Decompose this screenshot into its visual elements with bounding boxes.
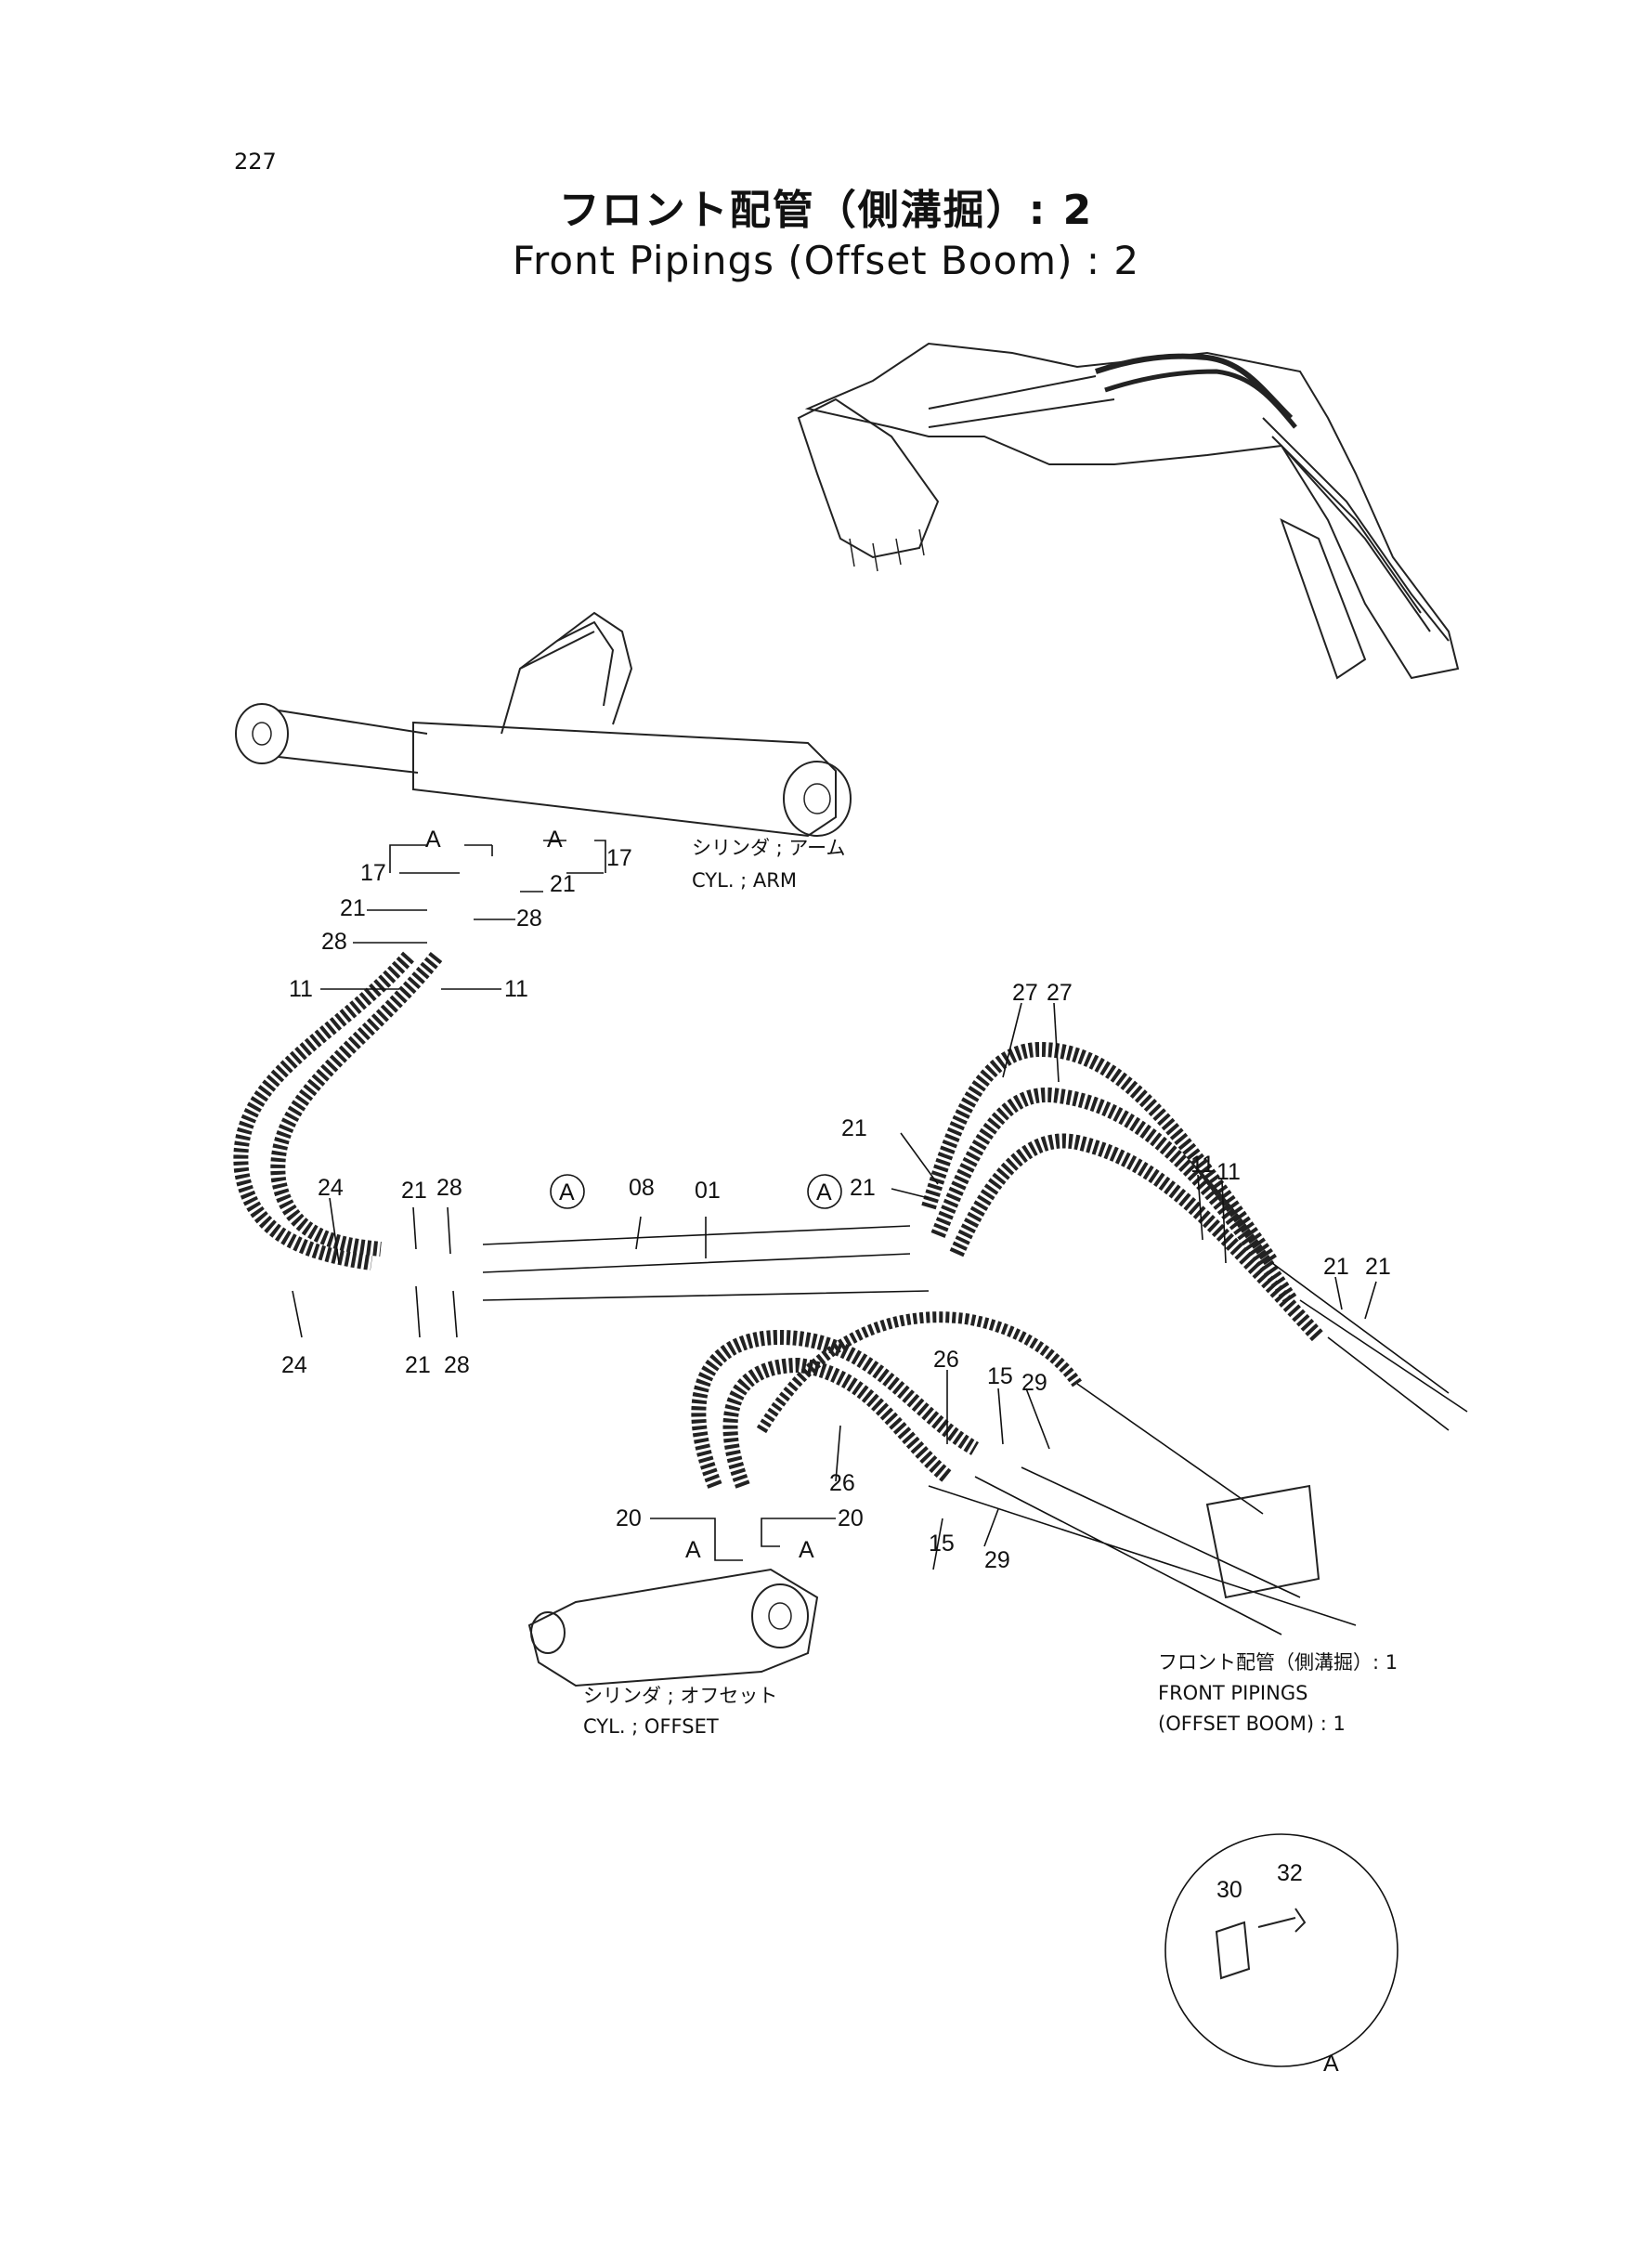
- component-labels: シリンダ ; アーム CYL. ; ARM シリンダ ; オフセット CYL. …: [583, 837, 1398, 1738]
- callout-32: 32: [1277, 1860, 1303, 1886]
- excavator-front-illustration: [797, 342, 1460, 680]
- detail-mark-a: A: [799, 1537, 814, 1563]
- callout-15: 15: [987, 1363, 1013, 1389]
- callout-26: 26: [933, 1347, 959, 1373]
- callout-29: 29: [1021, 1370, 1047, 1396]
- leader-lines: [292, 840, 1377, 1570]
- hoses-and-pipes: [233, 951, 1468, 1635]
- callout-17: 17: [606, 845, 632, 871]
- detail-view-a: [1164, 1833, 1398, 2067]
- offset-cylinder-illustration: [527, 1568, 819, 1687]
- callout-21: 21: [401, 1178, 427, 1204]
- arm-cylinder-label-jp: シリンダ ; アーム: [692, 837, 846, 859]
- detail-mark-a: A: [1323, 2051, 1339, 2077]
- callout-28: 28: [321, 929, 347, 955]
- offset-cylinder-label-jp: シリンダ ; オフセット: [583, 1685, 777, 1707]
- callout-21: 21: [1323, 1254, 1349, 1280]
- reference-label-en-2: (OFFSET BOOM) : 1: [1158, 1713, 1346, 1735]
- callout-11: 11: [1190, 1152, 1215, 1178]
- detail-mark-a: A: [816, 1179, 832, 1205]
- callout-26: 26: [829, 1470, 855, 1496]
- callout-11: 11: [504, 976, 528, 1002]
- callout-24: 24: [318, 1175, 344, 1201]
- callout-27: 27: [1047, 980, 1073, 1006]
- callout-21: 21: [550, 871, 576, 897]
- callout-27: 27: [1012, 980, 1038, 1006]
- callout-11: 11: [1216, 1159, 1241, 1185]
- callout-11: 11: [289, 976, 313, 1002]
- callout-15: 15: [929, 1531, 955, 1557]
- offset-cylinder-label-en: CYL. ; OFFSET: [583, 1715, 719, 1738]
- callout-24: 24: [281, 1352, 307, 1378]
- arm-cylinder-label-en: CYL. ; ARM: [692, 869, 797, 892]
- callout-numbers: 17 17 21 21 28 28 11 11 24 24 21 28 21 2…: [281, 845, 1391, 1903]
- callout-21: 21: [850, 1175, 876, 1201]
- callout-08: 08: [629, 1175, 655, 1201]
- callout-28: 28: [444, 1352, 470, 1378]
- callout-20: 20: [616, 1505, 642, 1531]
- callout-28: 28: [516, 905, 542, 932]
- arm-cylinder-illustration: [235, 611, 852, 838]
- detail-mark-a: A: [685, 1537, 701, 1563]
- reference-label-en-1: FRONT PIPINGS: [1158, 1682, 1307, 1704]
- page-number: 227: [234, 149, 277, 175]
- callout-21: 21: [405, 1352, 431, 1378]
- page-title-japanese: フロント配管（側溝掘）: 2: [558, 187, 1094, 234]
- callout-20: 20: [838, 1505, 864, 1531]
- callout-17: 17: [360, 860, 386, 886]
- callout-30: 30: [1216, 1877, 1242, 1903]
- detail-mark-a: A: [559, 1179, 575, 1205]
- detail-mark-a: A: [425, 827, 441, 853]
- detail-mark-a: A: [547, 827, 563, 853]
- detail-reference-marks: A A A A A A A: [425, 827, 1339, 2077]
- callout-28: 28: [436, 1175, 462, 1201]
- callout-21: 21: [340, 895, 366, 921]
- page-title-english: Front Pipings (Offset Boom) : 2: [512, 238, 1140, 283]
- callout-29: 29: [984, 1547, 1010, 1573]
- callout-21: 21: [1365, 1254, 1391, 1280]
- reference-label-jp: フロント配管（側溝掘）: 1: [1158, 1651, 1398, 1674]
- callout-21: 21: [841, 1115, 867, 1141]
- callout-01: 01: [695, 1178, 721, 1204]
